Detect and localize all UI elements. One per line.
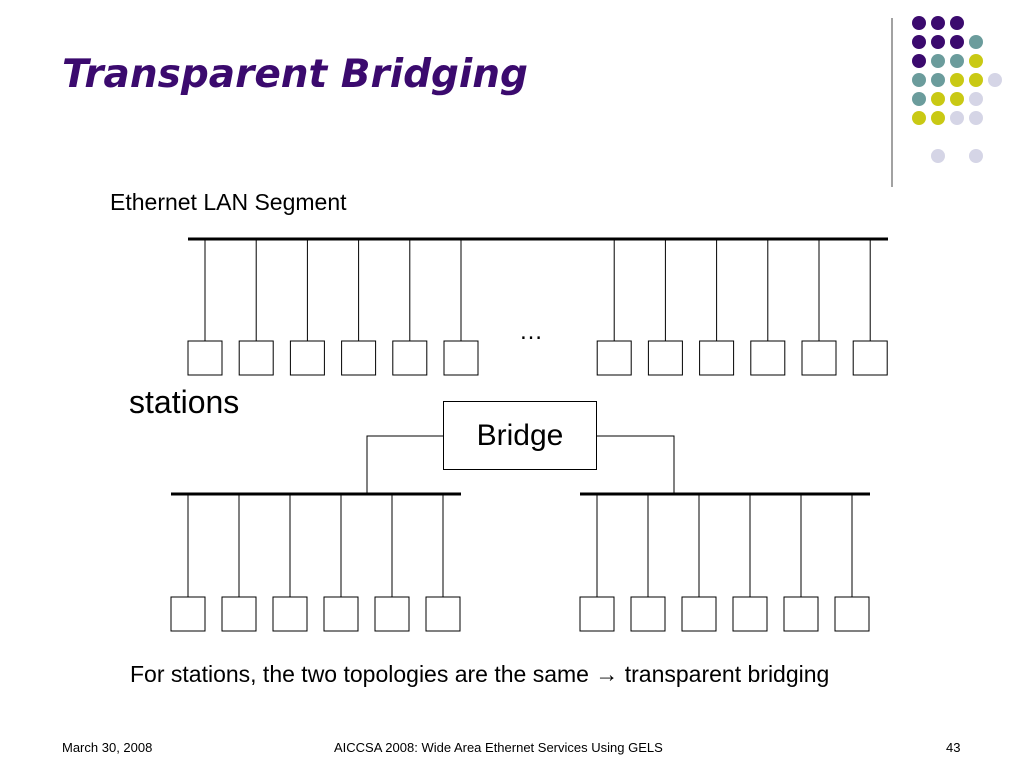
station-box	[681, 596, 717, 632]
station-box	[323, 596, 359, 632]
right-lan-segment	[579, 492, 870, 632]
ellipsis-label: …	[519, 318, 543, 345]
caption-text: For stations, the two topologies are the…	[130, 661, 589, 687]
bridge-label: Bridge	[476, 418, 564, 452]
station-box	[596, 340, 632, 376]
station-box	[699, 340, 735, 376]
station-box	[272, 596, 308, 632]
decorative-dot	[912, 73, 926, 87]
caption: For stations, the two topologies are the…	[130, 661, 829, 688]
station-box	[341, 340, 377, 376]
decorative-dot	[912, 54, 926, 68]
station-box	[579, 596, 615, 632]
station-box	[732, 596, 768, 632]
left-lan-segment	[170, 492, 461, 632]
decorative-dot-grid	[912, 16, 1002, 163]
caption-conclusion: transparent bridging	[624, 661, 830, 687]
decorative-dot	[969, 149, 983, 163]
decorative-dot	[931, 16, 945, 30]
station-box	[238, 340, 274, 376]
bridge-right-connector	[597, 435, 675, 494]
station-box	[392, 340, 428, 376]
decorative-dot	[931, 35, 945, 49]
footer-date: March 30, 2008	[62, 740, 153, 755]
decorative-dot	[931, 149, 945, 163]
decorative-dot	[969, 35, 983, 49]
decorative-dot	[931, 73, 945, 87]
stations-label: stations	[129, 384, 240, 420]
station-box	[374, 596, 410, 632]
station-box	[834, 596, 870, 632]
decorative-dot	[931, 92, 945, 106]
station-box	[221, 596, 257, 632]
decorative-dot	[931, 111, 945, 125]
station-box	[289, 340, 325, 376]
station-box	[852, 340, 888, 376]
decorative-dot	[912, 111, 926, 125]
decorative-dot	[969, 73, 983, 87]
decorative-dot	[950, 111, 964, 125]
decorative-dot	[969, 92, 983, 106]
decorative-dot	[912, 16, 926, 30]
slide-title: Transparent Bridging	[62, 52, 528, 97]
station-box	[647, 340, 683, 376]
decorative-dot	[988, 73, 1002, 87]
decorative-dot	[969, 111, 983, 125]
top-lan-segment	[187, 237, 888, 376]
decorative-dot	[912, 35, 926, 49]
station-box	[170, 596, 206, 632]
bridge-connections	[366, 435, 675, 494]
decorative-dot	[950, 35, 964, 49]
station-box	[630, 596, 666, 632]
station-box	[750, 340, 786, 376]
station-box	[783, 596, 819, 632]
footer-page-number: 43	[946, 740, 961, 755]
footer-presentation-title: AICCSA 2008: Wide Area Ethernet Services…	[334, 740, 663, 755]
bridge-box: Bridge	[443, 401, 597, 470]
right-arrow-icon: →	[595, 661, 619, 687]
bridge-left-connector	[366, 435, 443, 494]
station-box	[425, 596, 461, 632]
station-box	[187, 340, 223, 376]
decorative-dot	[969, 54, 983, 68]
station-box	[443, 340, 479, 376]
decorative-dot	[950, 92, 964, 106]
station-box	[801, 340, 837, 376]
decorative-dot	[912, 92, 926, 106]
decorative-dot	[950, 73, 964, 87]
decorative-dot	[950, 16, 964, 30]
ethernet-lan-segment-label: Ethernet LAN Segment	[110, 189, 347, 215]
decorative-dot	[931, 54, 945, 68]
decorative-dot	[950, 54, 964, 68]
